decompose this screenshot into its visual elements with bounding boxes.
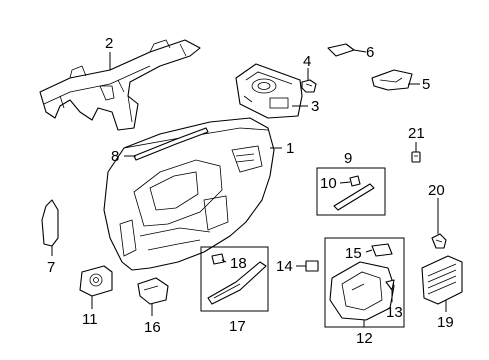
callout-21: 21 [408,125,425,142]
callout-5: 5 [422,76,430,93]
fastener-20 [431,233,447,249]
pad-part [327,43,355,57]
callout-6: 6 [366,44,374,61]
leader-lines [51,49,447,327]
callout-19: 19 [437,314,454,331]
callout-16: 16 [144,319,161,336]
callout-4: 4 [303,53,311,70]
trim-panel [371,69,413,91]
callout-15: 15 [345,245,362,262]
screw-13 [385,279,395,291]
group-box-17 [200,246,269,312]
switch-assembly [79,265,113,297]
clip-14 [305,260,319,272]
callout-14: 14 [276,258,293,275]
reinforcement-beam [39,39,201,131]
callout-7: 7 [47,259,55,276]
air-vent [421,255,463,305]
group-box-9 [316,167,386,216]
clip-part [301,79,317,93]
glove-box-trim [207,261,267,305]
end-cap [41,199,59,247]
bracket-16 [137,277,169,305]
trim-strip [333,183,375,211]
callout-20: 20 [428,182,445,199]
retainer-10 [349,175,361,187]
pad-15 [371,243,393,257]
callout-17: 17 [229,318,246,335]
callout-2: 2 [105,35,113,52]
center-bezel-upper [235,63,303,119]
callout-13: 13 [386,304,403,321]
callout-3: 3 [311,98,319,115]
callout-12: 12 [356,330,373,347]
callout-labels: 1 2 3 4 5 6 7 8 9 10 11 12 13 14 15 16 1… [47,35,454,347]
clip-18 [211,253,225,265]
callout-18: 18 [230,255,247,272]
callout-1: 1 [286,140,294,157]
clip-21 [411,151,421,163]
defrost-grille [133,127,209,161]
callout-8: 8 [111,148,119,165]
cluster-bezel [329,261,395,321]
callout-10: 10 [320,175,337,192]
callout-11: 11 [82,311,98,328]
callout-9: 9 [344,150,352,167]
